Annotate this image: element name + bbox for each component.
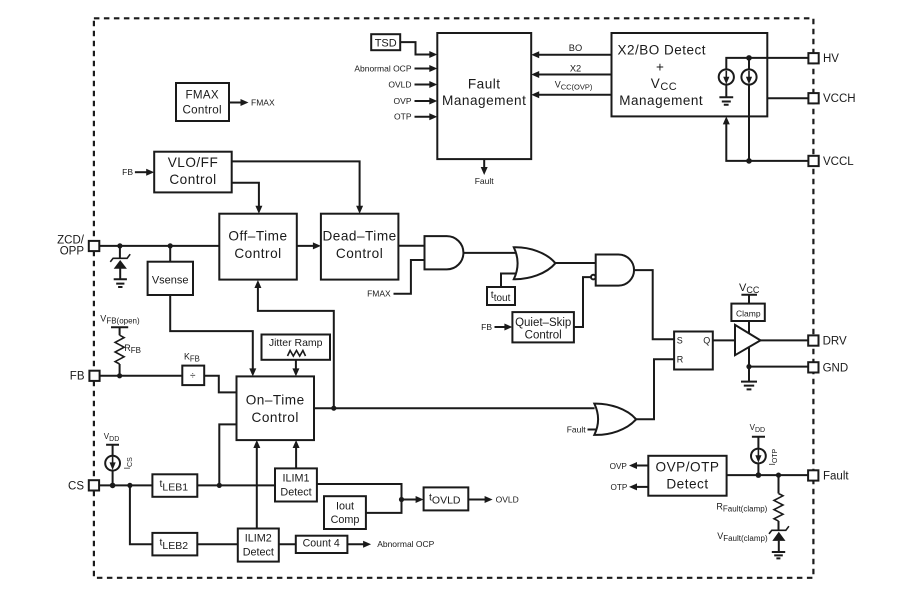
svg-text:FB: FB [70,371,85,383]
svg-text:OPP: OPP [60,246,85,258]
svg-text:X2: X2 [570,64,581,74]
svg-text:Control: Control [169,172,216,187]
svg-text:On–Time: On–Time [246,393,305,408]
svg-text:ICS: ICS [123,457,134,469]
svg-text:VCC: VCC [651,76,677,93]
svg-text:FB: FB [481,322,492,332]
svg-text:Detect: Detect [280,486,311,498]
svg-text:tLEB2: tLEB2 [160,537,189,552]
svg-text:HV: HV [823,53,839,65]
svg-text:÷: ÷ [190,371,196,382]
svg-text:tLEB1: tLEB1 [160,478,189,493]
svg-text:Vsense: Vsense [152,275,189,287]
svg-text:Fault: Fault [468,77,501,92]
svg-text:CS: CS [68,480,84,492]
svg-text:IOTP: IOTP [768,448,779,465]
svg-text:GND: GND [823,362,849,374]
svg-text:RFault(clamp): RFault(clamp) [716,502,767,514]
svg-text:ZCD/: ZCD/ [57,235,85,247]
svg-text:TSD: TSD [375,38,397,50]
svg-text:OVP: OVP [394,96,412,106]
svg-text:DRV: DRV [823,335,847,347]
svg-text:Off–Time: Off–Time [228,229,287,244]
svg-text:Management: Management [619,93,703,108]
svg-text:FB: FB [122,167,133,177]
svg-text:R: R [677,354,684,364]
svg-text:Control: Control [525,330,562,342]
svg-text:+: + [656,59,664,74]
svg-text:FMAX: FMAX [251,98,275,108]
svg-text:VCCH: VCCH [823,93,856,105]
svg-text:VFB(open): VFB(open) [100,314,140,326]
svg-text:S: S [677,335,683,345]
svg-text:Clamp: Clamp [736,308,761,318]
svg-text:Control: Control [182,103,221,116]
svg-text:OVP/OTP: OVP/OTP [656,459,720,474]
svg-text:Detect: Detect [666,477,708,492]
svg-text:Fault: Fault [823,470,849,482]
svg-text:Q: Q [703,335,710,345]
svg-text:Detect: Detect [243,546,274,558]
svg-text:RFB: RFB [124,343,141,355]
svg-text:VDD: VDD [104,432,119,443]
svg-text:Abnormal OCP: Abnormal OCP [377,539,434,549]
svg-text:VCC(OVP): VCC(OVP) [555,80,593,92]
svg-text:Management: Management [442,93,526,108]
svg-text:Control: Control [336,246,383,261]
svg-text:Control: Control [252,410,299,425]
svg-text:OTP: OTP [610,483,627,492]
svg-text:ILIM2: ILIM2 [245,533,272,545]
svg-text:Abnormal OCP: Abnormal OCP [354,63,411,73]
svg-text:Fault: Fault [567,425,587,435]
svg-text:VDD: VDD [750,423,765,434]
svg-text:FMAX: FMAX [367,288,391,298]
svg-text:VCCL: VCCL [823,156,854,168]
svg-text:Jitter Ramp: Jitter Ramp [269,337,323,349]
svg-text:OTP: OTP [394,112,412,122]
svg-text:OVLD: OVLD [496,495,519,505]
svg-text:OVLD: OVLD [388,79,411,89]
svg-text:Dead–Time: Dead–Time [322,229,396,244]
svg-text:Comp: Comp [331,514,360,526]
svg-text:ttout: ttout [491,289,511,304]
svg-text:VCC: VCC [739,282,760,295]
svg-text:Count 4: Count 4 [303,538,340,550]
svg-text:OVP: OVP [610,462,628,471]
svg-text:X2/BO Detect: X2/BO Detect [618,42,707,57]
svg-text:Iout: Iout [336,501,354,513]
svg-text:BO: BO [569,43,582,53]
svg-text:Fault: Fault [475,176,495,186]
svg-text:KFB: KFB [184,351,200,363]
svg-text:Quiet–Skip: Quiet–Skip [515,317,571,329]
svg-text:tOVLD: tOVLD [429,491,461,506]
svg-text:VLO/FF: VLO/FF [168,155,219,170]
svg-text:Control: Control [234,246,281,261]
svg-text:VFault(clamp): VFault(clamp) [717,531,768,543]
svg-text:ILIM1: ILIM1 [282,473,309,485]
svg-text:FMAX: FMAX [185,89,218,102]
